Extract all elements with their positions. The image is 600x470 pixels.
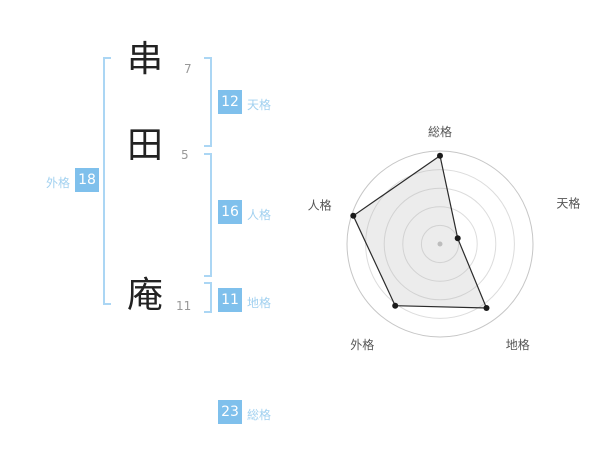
gaikaku-badge: 18 bbox=[75, 168, 99, 192]
name-char-1: 串 bbox=[127, 39, 164, 80]
radar-data-point bbox=[454, 235, 461, 242]
jinkaku-bracket bbox=[204, 153, 212, 277]
stroke-count-1: 7 bbox=[184, 62, 192, 76]
tenkaku-badge: 12 bbox=[218, 90, 242, 114]
radar-axis-label: 天格 bbox=[556, 195, 580, 210]
radar-data-point bbox=[437, 152, 443, 159]
radar-grid-ring bbox=[402, 206, 478, 282]
tenkaku-bracket bbox=[204, 57, 212, 147]
radar-data-polygon bbox=[352, 154, 488, 309]
radar-axis-label: 人格 bbox=[308, 197, 332, 212]
jinkaku-badge: 16 bbox=[218, 200, 242, 224]
radar-grid-ring bbox=[365, 169, 515, 319]
stroke-count-2: 5 bbox=[181, 148, 189, 162]
radar-grid-ring bbox=[420, 224, 460, 264]
radar-grid-ring bbox=[346, 150, 534, 338]
radar-grid-ring bbox=[383, 187, 497, 301]
stroke-count-3: 11 bbox=[176, 299, 192, 313]
chikaku-badge: 11 bbox=[218, 288, 242, 312]
radar-data-point bbox=[392, 302, 399, 309]
tenkaku-label: 天格 bbox=[247, 98, 272, 112]
jinkaku-label: 人格 bbox=[247, 208, 272, 222]
chikaku-label: 地格 bbox=[247, 296, 272, 310]
radar-data-point bbox=[483, 305, 490, 311]
soukaku-label: 総格 bbox=[247, 408, 272, 422]
soukaku-badge: 23 bbox=[218, 400, 242, 424]
radar-axis-label: 総格 bbox=[428, 124, 452, 139]
gaikaku-bracket bbox=[103, 57, 111, 305]
name-char-2: 田 bbox=[127, 125, 164, 166]
radar-axis-label: 外格 bbox=[350, 337, 374, 352]
radar-axis-label: 地格 bbox=[506, 337, 530, 352]
chikaku-bracket bbox=[204, 282, 212, 313]
radar-center-dot bbox=[437, 241, 443, 247]
radar-data-point bbox=[350, 212, 357, 219]
gaikaku-label: 外格 bbox=[46, 176, 71, 190]
name-char-3: 庵 bbox=[127, 275, 164, 316]
